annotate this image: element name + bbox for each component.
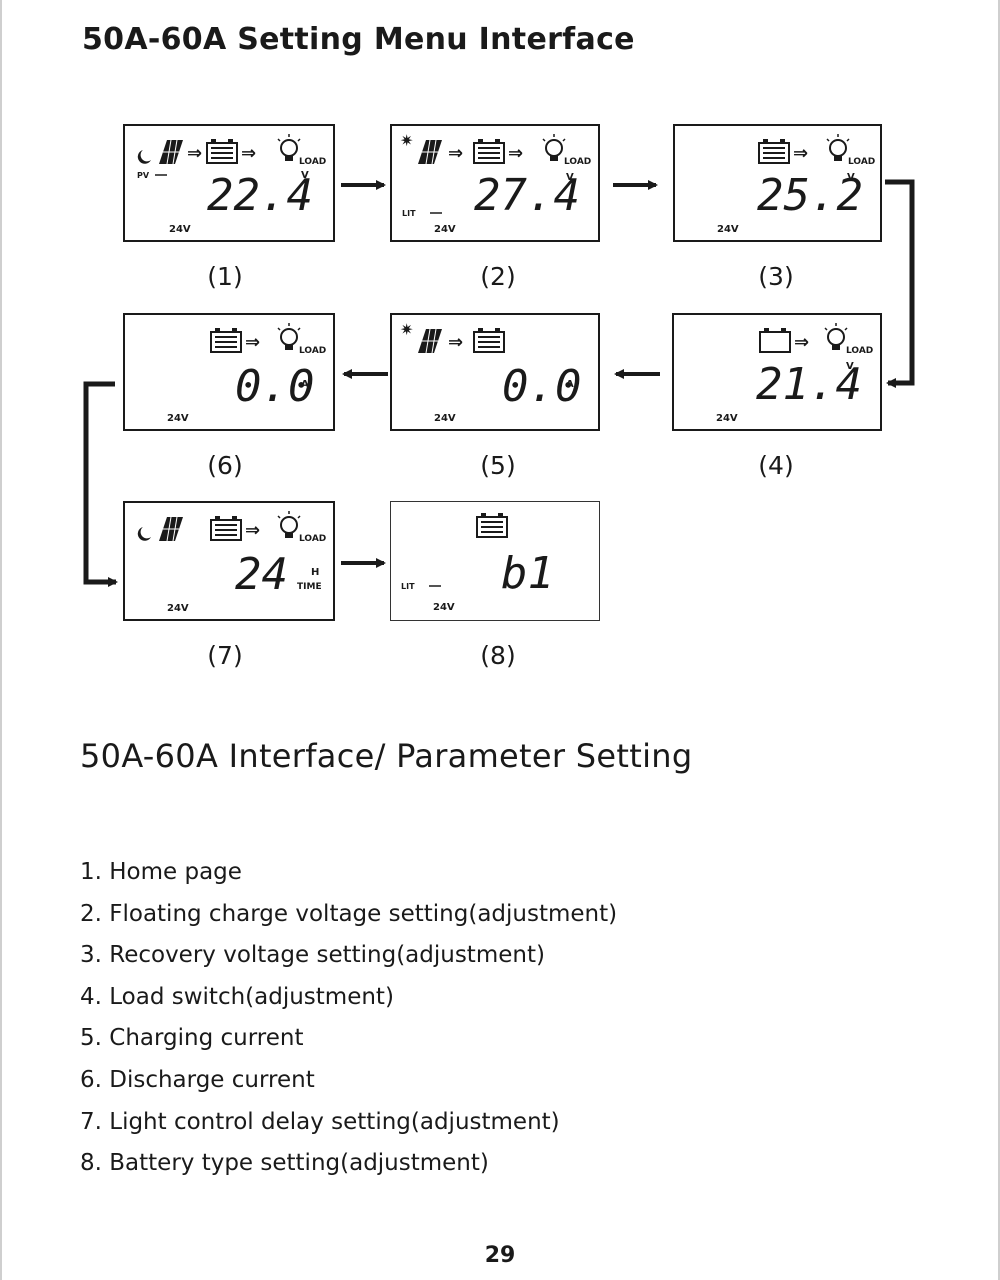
system-voltage: 24V bbox=[169, 224, 191, 235]
sun-icon: ✷ bbox=[400, 320, 413, 339]
unit-label: H bbox=[311, 567, 319, 578]
solar-panel-icon bbox=[159, 139, 183, 165]
list-item: 8. Battery type setting(adjustment) bbox=[80, 1150, 489, 1177]
battery-icon bbox=[758, 139, 790, 164]
flow-arrow-icon: ⇒ bbox=[245, 520, 260, 541]
load-label: LOAD bbox=[299, 534, 326, 544]
screen-label-4: (4) bbox=[758, 451, 794, 480]
arrow-6-to-7 bbox=[83, 381, 118, 587]
load-label: LOAD bbox=[299, 157, 326, 167]
parameter-heading: 50A-60A Interface/ Parameter Setting bbox=[80, 737, 693, 775]
solar-panel-icon bbox=[418, 328, 442, 354]
list-item: 2. Floating charge voltage setting(adjus… bbox=[80, 900, 618, 927]
flow-arrow-icon: ⇒ bbox=[508, 143, 523, 164]
lcd-screen-7: ⇒ LOAD 24 H TIME 24V bbox=[123, 501, 335, 621]
list-item: 5. Charging current bbox=[80, 1025, 304, 1052]
flow-arrow-icon: ⇒ bbox=[241, 143, 256, 164]
flow-arrow-icon: ⇒ bbox=[187, 143, 202, 164]
battery-icon bbox=[473, 139, 505, 164]
solar-panel-icon bbox=[418, 139, 442, 165]
menu-heading: 50A-60A Setting Menu Interface bbox=[82, 22, 635, 57]
moon-icon bbox=[137, 150, 151, 164]
bulb-icon bbox=[277, 323, 301, 350]
flow-arrow-icon: ⇒ bbox=[448, 143, 463, 164]
bulb-icon bbox=[824, 323, 848, 350]
battery-icon bbox=[206, 139, 238, 164]
lcd-screen-2: ✷ ⇒ ⇒ LOAD LIT 27.4 V 24V bbox=[390, 124, 600, 242]
list-item: 6. Discharge current bbox=[80, 1066, 315, 1093]
lcd-screen-1: ⇒ ⇒ LOAD PV 22.4 V 24V bbox=[123, 124, 335, 242]
list-item: 4. Load switch(adjustment) bbox=[80, 983, 394, 1010]
bulb-icon bbox=[277, 511, 301, 538]
lcd-screen-8: LIT b1 24V bbox=[390, 501, 600, 621]
screen-label-5: (5) bbox=[480, 451, 516, 480]
battery-icon bbox=[210, 328, 242, 353]
screen-label-3: (3) bbox=[758, 262, 794, 291]
bulb-icon bbox=[826, 134, 850, 161]
bulb-icon bbox=[277, 134, 301, 161]
lcd-screen-6: ⇒ LOAD 0.0 A 24V bbox=[123, 313, 335, 431]
screen-label-8: (8) bbox=[480, 641, 516, 670]
system-voltage: 24V bbox=[433, 602, 455, 613]
sun-icon: ✷ bbox=[400, 131, 413, 150]
list-item: 7. Light control delay setting(adjustmen… bbox=[80, 1108, 560, 1135]
reading: 21.4 bbox=[756, 359, 862, 410]
solar-panel-icon bbox=[159, 516, 183, 542]
page-edge-right bbox=[998, 0, 1000, 1280]
moon-icon bbox=[137, 527, 151, 541]
load-label: LOAD bbox=[848, 157, 875, 167]
unit-label: V bbox=[301, 170, 309, 181]
reading: 22.4 bbox=[207, 170, 313, 221]
mode-label: LIT bbox=[401, 582, 415, 591]
system-voltage: 24V bbox=[167, 413, 189, 424]
system-voltage: 24V bbox=[434, 413, 456, 424]
load-label: LOAD bbox=[299, 346, 326, 356]
lcd-screen-5: ✷ ⇒ 0.0 A 24V bbox=[390, 313, 600, 431]
reading: 27.4 bbox=[474, 170, 580, 221]
mode-label: LIT bbox=[402, 209, 416, 218]
mode-label: PV bbox=[137, 171, 150, 180]
unit-label: A bbox=[566, 379, 574, 390]
load-label: LOAD bbox=[564, 157, 591, 167]
unit-sub-label: TIME bbox=[297, 582, 322, 592]
unit-label: V bbox=[566, 172, 574, 183]
flow-arrow-icon: ⇒ bbox=[793, 143, 808, 164]
system-voltage: 24V bbox=[434, 224, 456, 235]
flow-arrow-icon: ⇒ bbox=[448, 332, 463, 353]
unit-label: A bbox=[301, 379, 309, 390]
battery-icon bbox=[210, 516, 242, 541]
lcd-screen-4: ⇒ LOAD 21.4 V 24V bbox=[672, 313, 882, 431]
flow-arrow-icon: ⇒ bbox=[794, 332, 809, 353]
list-item: 1. Home page bbox=[80, 859, 242, 885]
battery-icon bbox=[476, 513, 508, 538]
reading: 0.0 bbox=[235, 361, 314, 412]
screen-label-7: (7) bbox=[207, 641, 243, 670]
screen-label-2: (2) bbox=[480, 262, 516, 291]
screen-label-6: (6) bbox=[207, 451, 243, 480]
arrow-3-to-4 bbox=[885, 179, 915, 388]
parameter-list: 1. Home page 2. Floating charge voltage … bbox=[80, 855, 617, 1188]
unit-label: V bbox=[847, 172, 855, 183]
bulb-icon bbox=[542, 134, 566, 161]
reading: 0.0 bbox=[502, 361, 581, 412]
page-number: 29 bbox=[484, 1243, 516, 1268]
flow-arrows bbox=[83, 179, 915, 587]
screen-label-1: (1) bbox=[207, 262, 243, 291]
battery-empty-icon bbox=[759, 328, 791, 353]
unit-label: V bbox=[846, 361, 854, 372]
flow-arrow-icon: ⇒ bbox=[245, 332, 260, 353]
page-edge-left bbox=[0, 0, 2, 1280]
lcd-screen-3: ⇒ LOAD 25.2 V 24V bbox=[673, 124, 882, 242]
reading: 25.2 bbox=[757, 170, 863, 221]
list-item: 3. Recovery voltage setting(adjustment) bbox=[80, 942, 545, 969]
reading: 24 bbox=[235, 549, 288, 600]
system-voltage: 24V bbox=[717, 224, 739, 235]
load-label: LOAD bbox=[846, 346, 873, 356]
system-voltage: 24V bbox=[716, 413, 738, 424]
reading: b1 bbox=[501, 548, 554, 599]
battery-icon bbox=[473, 328, 505, 353]
system-voltage: 24V bbox=[167, 603, 189, 614]
